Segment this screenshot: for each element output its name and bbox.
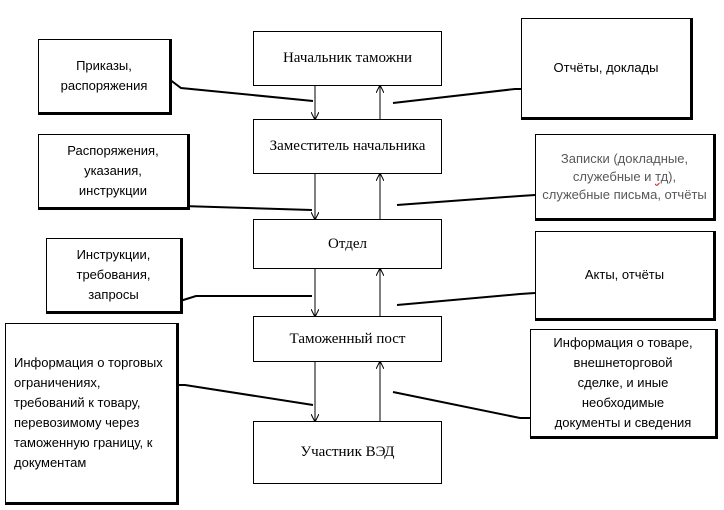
- callout-up-notes: Записки (докладные, служебные и тд), слу…: [535, 134, 716, 221]
- callout-up-acts: Акты, отчёты: [535, 231, 716, 321]
- spellcheck-underline: тд: [655, 168, 669, 184]
- level-label-customs-post: Таможенный пост: [289, 330, 406, 347]
- level-label-head: Начальник таможни: [282, 50, 413, 66]
- callout-down-trade-info-text: Информация о торговых ограничениях, треб…: [14, 355, 163, 470]
- level-box-deputy: Заместитель начальника: [253, 119, 442, 174]
- level-label-deputy: Заместитель начальника: [269, 138, 426, 154]
- callout-pointer-right-1: [392, 88, 521, 104]
- callout-down-trade-info: Информация о торговых ограничениях, треб…: [5, 323, 179, 505]
- level-label-department: Отдел: [328, 235, 367, 252]
- callout-up-goods-info-text: Информация о товаре, внешнеторговой сдел…: [553, 335, 693, 430]
- callout-up-goods-info: Информация о товаре, внешнеторговой сдел…: [530, 329, 718, 439]
- callout-up-acts-text: Акты, отчёты: [584, 267, 665, 282]
- callout-down-requirements-text: Инструкции, требования, запросы: [76, 247, 151, 302]
- callout-up-notes-text: Записки (докладные, служебные и тд), слу…: [542, 150, 707, 202]
- callout-pointer-right-3: [396, 292, 536, 306]
- callout-down-instructions-text: Распоряжения, указания, инструкции: [67, 143, 159, 198]
- callout-pointer-right-2: [396, 194, 536, 206]
- callout-up-reports-text: Отчёты, доклады: [553, 60, 659, 75]
- callout-pointer-left-4: [176, 384, 314, 406]
- callout-down-orders-text: Приказы, распоряжения: [60, 58, 148, 93]
- level-box-department: Отдел: [253, 219, 442, 269]
- callout-pointer-right-4: [392, 391, 530, 419]
- callout-down-instructions: Распоряжения, указания, инструкции: [38, 134, 190, 210]
- callout-down-requirements: Инструкции, требования, запросы: [46, 238, 183, 314]
- callout-up-reports: Отчёты, доклады: [521, 18, 693, 120]
- callout-pointer-left-3: [179, 295, 312, 302]
- level-box-trade-participant: Участник ВЭД: [253, 421, 442, 484]
- callout-pointer-left-1: [168, 78, 314, 102]
- level-box-head: Начальник таможни: [253, 31, 442, 86]
- level-box-customs-post: Таможенный пост: [253, 316, 442, 362]
- level-label-trade-participant: Участник ВЭД: [300, 444, 395, 460]
- callout-down-orders: Приказы, распоряжения: [38, 39, 172, 115]
